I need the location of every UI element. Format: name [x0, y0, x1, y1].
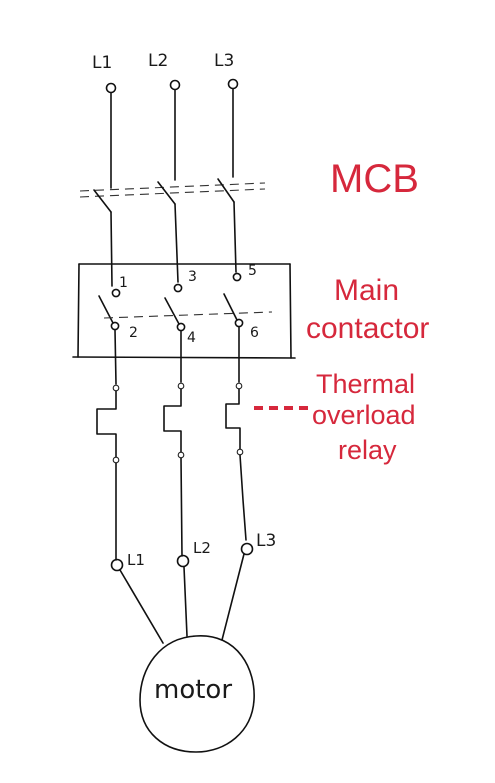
relay-out-terminal-3: [236, 448, 244, 456]
contactor-blade-3: [223, 293, 238, 321]
motor-feed-l3: [221, 553, 245, 641]
contact-label-1: 1: [119, 275, 128, 291]
mcb-breaker: [79, 178, 266, 213]
contact-terminal-3: [173, 283, 183, 293]
thermal-overload-relay: [96, 382, 244, 464]
relay-out-terminal-1: [112, 456, 120, 464]
supply-terminal-l3: [227, 78, 239, 90]
motor-terminal-label-l2: L2: [193, 539, 211, 557]
contact-terminal-5: [232, 272, 242, 282]
contact-terminal-2: [110, 321, 120, 331]
relay-in-terminal-2: [177, 382, 185, 390]
thermal-label-line1: Thermal: [316, 369, 415, 399]
motor-terminal-label-l3: L3: [256, 531, 276, 551]
relay-in-terminal-1: [112, 384, 120, 392]
motor-terminal-label-l1: L1: [127, 551, 145, 569]
contact-terminal-1: [111, 288, 121, 298]
contactor-box-bottom: [72, 356, 296, 359]
contact-terminal-4: [176, 322, 186, 332]
wire-l1-contactor-out: [114, 329, 117, 385]
contactor-blade-2: [164, 297, 180, 325]
wire-l2-to-motor-terminal: [180, 457, 183, 557]
heater-element-1: [96, 390, 117, 458]
supply-label-l2: L2: [148, 51, 168, 71]
contact-label-3: 3: [188, 269, 197, 285]
wire-l3-to-motor-terminal: [239, 454, 247, 541]
thermal-label-line2: overload: [312, 400, 416, 430]
contactor-blade-1: [98, 295, 114, 324]
contact-label-5: 5: [248, 263, 257, 279]
mcb-blade-l2: [157, 181, 176, 205]
supply-terminal-l2: [169, 79, 181, 91]
contact-label-2: 2: [129, 325, 138, 341]
motor-label: motor: [154, 675, 232, 705]
mcb-blade-l1: [93, 189, 112, 213]
mcb-linkage-upper: [79, 182, 266, 192]
motor-terminal-l3: [240, 542, 254, 556]
main-contactor-label-line2: contactor: [306, 312, 429, 345]
contactor-box-left: [77, 263, 80, 358]
contact-terminal-6: [234, 318, 244, 328]
wire-l2-mcb-out: [174, 203, 179, 283]
motor-symbol: [139, 635, 255, 753]
contactor-box-right: [289, 263, 292, 359]
contact-label-4: 4: [187, 330, 196, 346]
contactor-linkage: [103, 311, 273, 319]
heater-element-2: [163, 388, 182, 453]
motor-terminal-l1: [110, 558, 124, 572]
supply-terminal-l1: [105, 82, 117, 94]
supply-label-l1: L1: [92, 53, 112, 73]
mcb-label: MCB: [330, 157, 419, 201]
main-contactor-label-line1: Main: [334, 274, 399, 307]
mcb-linkage-lower: [79, 188, 266, 198]
heater-element-3: [225, 388, 241, 450]
contact-label-6: 6: [250, 325, 259, 341]
wire-l3-mcb-out: [233, 201, 237, 273]
supply-label-l3: L3: [214, 51, 234, 71]
relay-out-terminal-2: [177, 451, 185, 459]
thermal-label-line3: relay: [338, 435, 397, 465]
motor-terminal-l2: [176, 554, 190, 568]
wire-l1-mcb-out: [110, 211, 113, 287]
relay-in-terminal-3: [235, 382, 243, 390]
main-contactor: 1 3 5 2 4 6: [72, 263, 296, 359]
motor-feed-l1: [119, 569, 164, 644]
motor-feed-l2: [183, 566, 188, 637]
mcb-blade-l3: [217, 178, 235, 203]
